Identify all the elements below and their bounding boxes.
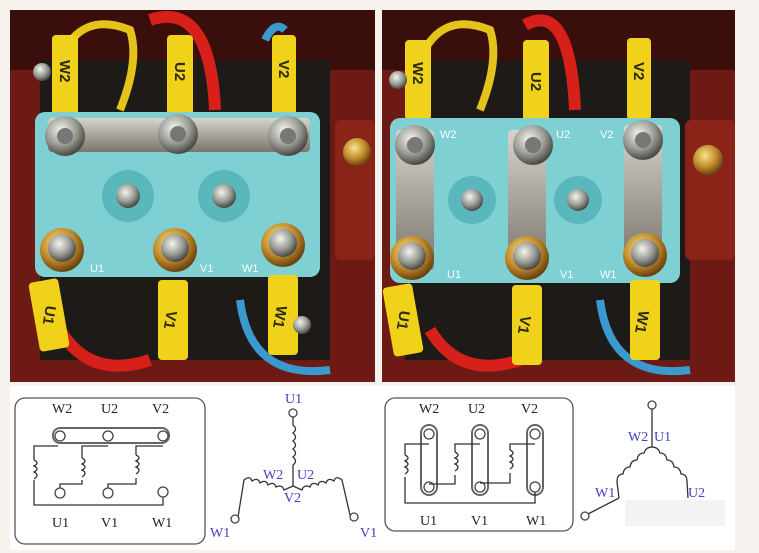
svg-text:U2: U2 (297, 468, 314, 483)
svg-text:W1: W1 (631, 309, 652, 334)
screw-icon (212, 184, 236, 208)
svg-text:U1: U1 (447, 269, 461, 281)
svg-text:W1: W1 (595, 486, 615, 501)
sleeve-bottom-w1: W1 (268, 275, 298, 355)
svg-text:V2: V2 (284, 491, 301, 506)
svg-text:V2: V2 (152, 402, 169, 417)
sleeve-top-w2: W2 (52, 35, 78, 115)
screw-icon (116, 184, 140, 208)
svg-text:V2: V2 (275, 60, 292, 78)
svg-text:W1: W1 (600, 269, 617, 281)
sleeve-top-v2: V2 (627, 38, 651, 120)
svg-text:V1: V1 (471, 514, 488, 529)
diagram-delta-schematic: W2 U1 W1 U2 (580, 400, 725, 526)
svg-text:U1: U1 (90, 263, 104, 275)
sleeve-top-u2: U2 (167, 35, 193, 115)
blurred-region (625, 500, 725, 526)
svg-text:W1: W1 (526, 514, 546, 529)
screw-icon (461, 189, 483, 211)
sleeve-bottom-v1: V1 (158, 280, 188, 360)
svg-text:U2: U2 (468, 402, 485, 417)
svg-text:W1: W1 (210, 526, 230, 541)
svg-text:U1: U1 (52, 516, 69, 531)
terminal-nuts (40, 114, 308, 272)
sleeve-top-v2: V2 (272, 35, 296, 115)
svg-text:U1: U1 (420, 514, 437, 529)
svg-text:V1: V1 (101, 516, 118, 531)
sleeve-top-w2: W2 (405, 40, 431, 120)
ground-screw-icon (693, 145, 723, 175)
svg-text:W2: W2 (263, 468, 283, 483)
svg-text:W2: W2 (56, 60, 73, 83)
terminal-block (35, 112, 320, 277)
diagram-delta-terminal-box: W2 U2 V2 U1 V1 W1 (384, 397, 574, 532)
svg-text:U1: U1 (285, 392, 302, 407)
svg-text:W2: W2 (409, 62, 426, 85)
svg-text:V1: V1 (160, 309, 180, 330)
sleeve-bottom-u1: U1 (28, 278, 70, 352)
sleeve-bottom-u1: U1 (382, 283, 424, 357)
delta-link-bar (508, 130, 546, 270)
screw-icon (293, 316, 311, 334)
svg-text:U2: U2 (556, 129, 570, 141)
svg-text:W2: W2 (419, 402, 439, 417)
delta-link-bar (396, 130, 434, 270)
ground-screw-icon (343, 138, 371, 166)
svg-text:U1: U1 (393, 309, 413, 331)
svg-text:W1: W1 (269, 304, 290, 329)
diagram-star-terminal-box: W2 U2 V2 U1 V1 W1 (14, 397, 206, 545)
photo-star-connection: W2 U2 V2 U1 V1 W1 U1 V1 W1 (10, 10, 375, 382)
svg-text:W1: W1 (242, 263, 259, 275)
delta-link-bar (624, 125, 662, 265)
terminal-nuts (390, 120, 667, 280)
svg-text:V1: V1 (360, 526, 377, 541)
svg-text:U2: U2 (527, 72, 544, 91)
photo-delta-connection: W2 U2 V2 W2 U2 V2 U1 V1 W1 U1 V1 W (382, 10, 735, 382)
svg-text:W2: W2 (628, 430, 648, 445)
svg-text:U1: U1 (654, 430, 671, 445)
svg-text:V2: V2 (630, 62, 647, 80)
sleeve-bottom-w1: W1 (630, 280, 660, 360)
svg-text:U1: U1 (39, 304, 59, 326)
svg-text:V1: V1 (200, 263, 213, 275)
svg-text:U2: U2 (688, 486, 705, 501)
screw-icon (567, 189, 589, 211)
svg-text:U2: U2 (101, 402, 118, 417)
svg-text:V2: V2 (600, 129, 613, 141)
svg-text:W1: W1 (152, 516, 172, 531)
svg-text:W2: W2 (52, 402, 72, 417)
svg-text:V1: V1 (560, 269, 573, 281)
screw-icon (33, 63, 51, 81)
svg-text:U2: U2 (171, 62, 188, 81)
sleeve-bottom-v1: V1 (512, 285, 542, 365)
svg-text:W2: W2 (440, 129, 457, 141)
svg-text:V2: V2 (521, 402, 538, 417)
diagram-star-schematic: U1 W2 U2 V2 W1 V1 (210, 392, 377, 541)
screw-icon (389, 71, 407, 89)
svg-text:V1: V1 (514, 314, 534, 335)
sleeve-top-u2: U2 (523, 40, 549, 125)
